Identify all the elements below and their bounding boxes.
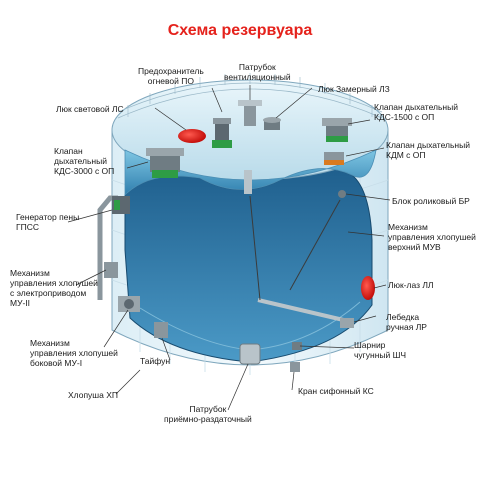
label-gauge-hatch: Люк Замерный ЛЗ [318, 84, 390, 94]
label-typhoon: Тайфун [140, 356, 171, 366]
clapper-mechanism-mu2-icon [104, 262, 118, 278]
fire-arrester-icon [212, 118, 232, 148]
typhoon-icon [154, 322, 168, 338]
label-light-hatch: Люк световой ЛС [56, 104, 124, 114]
vent-pipe-icon [238, 100, 262, 126]
winch-icon [340, 318, 354, 328]
manhole-icon [361, 276, 375, 300]
breathing-valve-kdm-icon [324, 152, 344, 165]
label-clapper: Хлопуша ХП [68, 390, 118, 400]
hinge-icon [292, 342, 302, 350]
label-manhole: Люк-лаз ЛЛ [388, 280, 434, 290]
breathing-valve-3000-icon [146, 148, 184, 178]
receiving-pipe-icon [239, 343, 261, 365]
leader-lines [67, 85, 391, 411]
label-siphon-tap: Кран сифонный КС [298, 386, 374, 396]
clapper-mechanism-mu1-icon [118, 296, 140, 312]
gauge-hatch-icon [263, 117, 281, 130]
siphon-tap-icon [290, 362, 300, 372]
light-hatch-icon [178, 129, 206, 143]
breathing-valve-1500-icon [322, 118, 352, 142]
foam-generator-icon [97, 195, 130, 300]
label-roller-block: Блок роликовый БР [392, 196, 470, 206]
swing-pipe-icon [244, 170, 353, 324]
equipment [97, 100, 375, 372]
diagram-title: Схема резервуара [167, 22, 313, 39]
roller-block-icon [338, 190, 346, 198]
